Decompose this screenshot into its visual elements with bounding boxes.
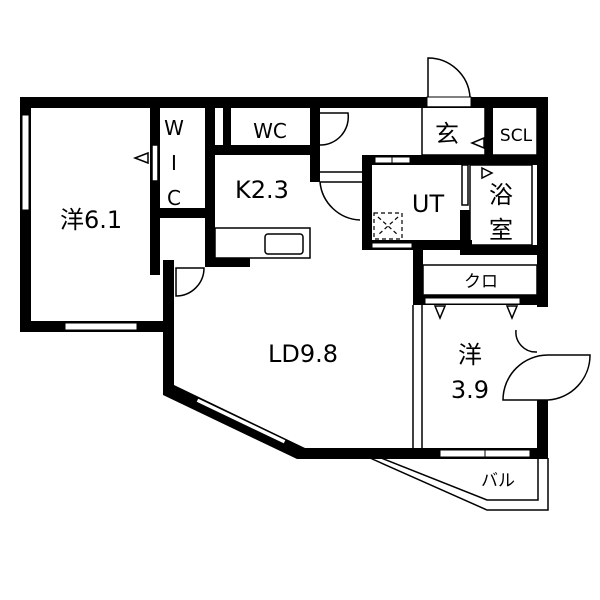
room-label-western-1: 洋6.1 xyxy=(60,206,122,234)
angled-wall xyxy=(163,385,305,459)
sliding-markers xyxy=(132,136,519,320)
room-label-entrance: 玄 xyxy=(435,120,459,148)
windows xyxy=(21,96,531,458)
room-label-balcony: バル xyxy=(481,471,515,491)
balcony xyxy=(369,457,549,511)
walls xyxy=(20,97,548,459)
room-label-western-2-b: 3.9 xyxy=(451,376,489,404)
doors xyxy=(175,57,591,401)
room-label-bath-2: 室 xyxy=(489,216,513,244)
washer-spot xyxy=(373,212,403,240)
room-label-kitchen: K2.3 xyxy=(235,176,289,204)
room-label-wic-i: I xyxy=(171,151,177,175)
room-label-ld: LD9.8 xyxy=(268,340,338,368)
room-label-ut: UT xyxy=(412,190,445,218)
interior-lines xyxy=(214,106,538,448)
room-label-wic-w: W xyxy=(164,116,184,140)
room-label-wc: WC xyxy=(253,119,287,143)
room-label-bath-1: 浴 xyxy=(489,181,513,209)
room-label-scl: SCL xyxy=(500,126,533,146)
room-label-western-2-a: 洋 xyxy=(458,341,482,369)
room-label-wic-c: C xyxy=(167,186,181,210)
room-label-closet: クロ xyxy=(464,272,498,292)
